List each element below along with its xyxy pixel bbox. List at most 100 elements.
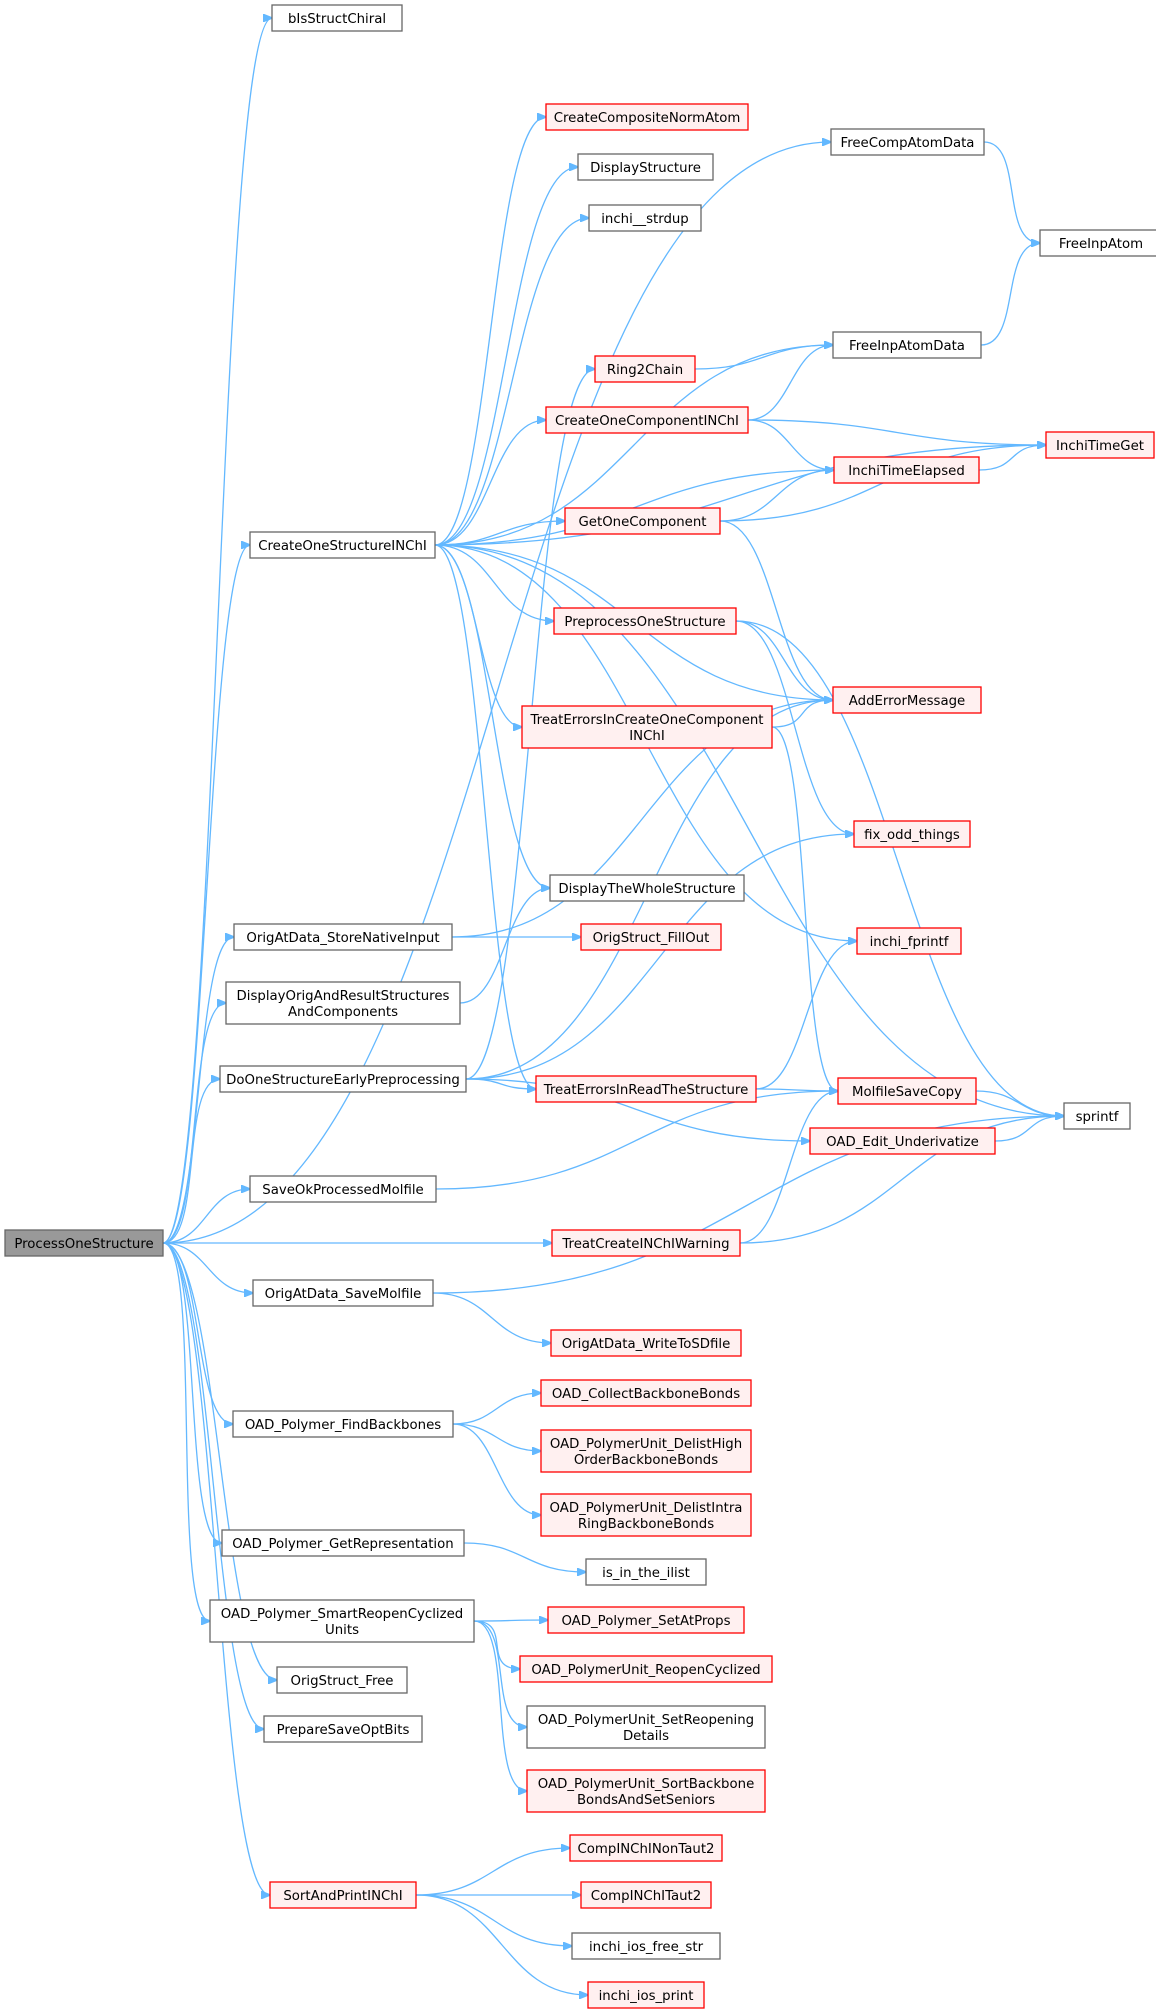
node-comp-inch-inon-taut2[interactable]: CompINChINonTaut2 bbox=[569, 1834, 723, 1862]
node-label: inchi__strdup bbox=[601, 212, 689, 227]
node-orig-struct-free[interactable]: OrigStruct_Free bbox=[276, 1666, 408, 1694]
node-oad-edit-underivatize[interactable]: OAD_Edit_Underivatize bbox=[809, 1127, 996, 1155]
node-display-structure[interactable]: DisplayStructure bbox=[577, 153, 714, 181]
node-comp-inch-itaut2[interactable]: CompINChITaut2 bbox=[580, 1881, 712, 1909]
node-prepare-save-opt-bits[interactable]: PrepareSaveOptBits bbox=[263, 1715, 423, 1743]
node-label: bIsStructChiral bbox=[288, 12, 386, 27]
node-oad-polymer-unit-reopen-cyclized[interactable]: OAD_PolymerUnit_ReopenCyclized bbox=[519, 1655, 773, 1683]
node-label: DisplayOrigAndResultStructures bbox=[237, 989, 450, 1004]
edge-process-one-structure-to-oad-polymer-find-backbones bbox=[162, 1242, 233, 1424]
node-label: FreeInpAtom bbox=[1059, 237, 1143, 252]
node-label: sprintf bbox=[1076, 1110, 1119, 1125]
node-orig-at-data-save-molfile[interactable]: OrigAtData_SaveMolfile bbox=[252, 1279, 434, 1307]
edge-oad-polymer-smart-reopen-cyclized-units-to-oad-polymer-unit-reopen-cyclized bbox=[473, 1620, 520, 1669]
node-box bbox=[540, 1493, 752, 1537]
edge-do-one-structure-early-preprocessing-to-oad-edit-underivatize bbox=[465, 1078, 810, 1141]
node-label: InchiTimeElapsed bbox=[848, 464, 965, 479]
edge-create-one-structure-inch-i-to-get-one-component bbox=[434, 521, 565, 546]
node-treat-errors-in-read-the-structure[interactable]: TreatErrorsInReadTheStructure bbox=[535, 1075, 757, 1103]
node-sort-and-print-inch-i[interactable]: SortAndPrintINChI bbox=[269, 1881, 417, 1909]
edge-process-one-structure-to-create-one-structure-inch-i bbox=[162, 545, 250, 1244]
node-inchi-ios-free-str[interactable]: inchi_ios_free_str bbox=[571, 1932, 721, 1960]
edge-free-comp-atom-data-to-free-inp-atom bbox=[983, 141, 1040, 243]
node-orig-at-data-store-native-input[interactable]: OrigAtData_StoreNativeInput bbox=[233, 923, 453, 951]
node-b-is-struct-chiral[interactable]: bIsStructChiral bbox=[271, 4, 403, 32]
edge-process-one-structure-to-prepare-save-opt-bits bbox=[162, 1242, 264, 1729]
node-label: inchi_ios_free_str bbox=[589, 1940, 704, 1955]
node-create-composite-norm-atom[interactable]: CreateCompositeNormAtom bbox=[545, 103, 749, 131]
edge-sort-and-print-inch-i-to-inchi-ios-free-str bbox=[415, 1894, 572, 1946]
node-box bbox=[569, 1834, 723, 1862]
node-do-one-structure-early-preprocessing[interactable]: DoOneStructureEarlyPreprocessing bbox=[219, 1065, 467, 1093]
edge-process-one-structure-to-oad-polymer-smart-reopen-cyclized-units bbox=[162, 1242, 210, 1621]
node-orig-struct-fill-out[interactable]: OrigStruct_FillOut bbox=[580, 923, 722, 951]
node-box bbox=[521, 705, 773, 749]
edge-oad-polymer-smart-reopen-cyclized-units-to-oad-polymer-unit-sort-backbone-bonds-and-set-seniors bbox=[473, 1620, 527, 1791]
node-inchi-ios-print[interactable]: inchi_ios_print bbox=[587, 1981, 705, 2009]
node-box bbox=[833, 456, 980, 484]
node-oad-collect-backbone-bonds[interactable]: OAD_CollectBackboneBonds bbox=[540, 1379, 752, 1407]
node-label: BondsAndSetSeniors bbox=[577, 1793, 715, 1808]
node-label: OAD_CollectBackboneBonds bbox=[552, 1387, 740, 1402]
node-treat-create-inch-iwarning[interactable]: TreatCreateINChIWarning bbox=[551, 1229, 741, 1257]
node-oad-polymer-unit-sort-backbone-bonds-and-set-seniors[interactable]: OAD_PolymerUnit_SortBackboneBondsAndSetS… bbox=[526, 1769, 766, 1813]
node-box bbox=[594, 355, 696, 383]
node-box bbox=[549, 874, 745, 902]
node-oad-polymer-find-backbones[interactable]: OAD_Polymer_FindBackbones bbox=[232, 1410, 454, 1438]
node-orig-at-data-write-to-sdfile[interactable]: OrigAtData_WriteToSDfile bbox=[550, 1329, 742, 1357]
edge-process-one-structure-to-oad-polymer-get-representation bbox=[162, 1242, 222, 1543]
edge-process-one-structure-to-b-is-struct-chiral bbox=[162, 18, 272, 1244]
node-sprintf[interactable]: sprintf bbox=[1063, 1102, 1131, 1130]
node-fix-odd-things[interactable]: fix_odd_things bbox=[853, 820, 971, 848]
node-is-in-the-ilist[interactable]: is_in_the_ilist bbox=[585, 1558, 707, 1586]
node-label: OAD_PolymerUnit_SortBackbone bbox=[538, 1777, 755, 1792]
node-label: GetOneComponent bbox=[579, 515, 707, 530]
node-label: DoOneStructureEarlyPreprocessing bbox=[226, 1073, 460, 1088]
node-box bbox=[587, 1981, 705, 2009]
node-label: OAD_Polymer_SetAtProps bbox=[561, 1614, 730, 1629]
node-create-one-structure-inch-i[interactable]: CreateOneStructureINChI bbox=[249, 531, 436, 559]
edge-oad-polymer-get-representation-to-is-in-the-ilist bbox=[463, 1542, 586, 1572]
node-box bbox=[252, 1279, 434, 1307]
node-inchi-time-get[interactable]: InchiTimeGet bbox=[1045, 431, 1155, 459]
node-oad-polymer-get-representation[interactable]: OAD_Polymer_GetRepresentation bbox=[221, 1529, 465, 1557]
node-inchi-strdup[interactable]: inchi__strdup bbox=[588, 204, 702, 232]
node-display-the-whole-structure[interactable]: DisplayTheWholeStructure bbox=[549, 874, 745, 902]
node-create-one-component-inch-i[interactable]: CreateOneComponentINChI bbox=[545, 406, 749, 434]
node-oad-polymer-unit-delist-high-order-backbone-bonds[interactable]: OAD_PolymerUnit_DelistHighOrderBackboneB… bbox=[540, 1429, 752, 1473]
node-process-one-structure[interactable]: ProcessOneStructure bbox=[4, 1229, 164, 1257]
node-save-ok-processed-molfile[interactable]: SaveOkProcessedMolfile bbox=[249, 1175, 437, 1203]
edge-free-inp-atom-data-to-free-inp-atom bbox=[980, 243, 1040, 346]
node-box bbox=[1063, 1102, 1131, 1130]
node-oad-polymer-set-at-props[interactable]: OAD_Polymer_SetAtProps bbox=[547, 1606, 745, 1634]
node-inchi-fprintf[interactable]: inchi_fprintf bbox=[856, 927, 962, 955]
node-box bbox=[853, 820, 971, 848]
edge-save-ok-processed-molfile-to-molfile-save-copy bbox=[435, 1091, 838, 1190]
node-ring2-chain[interactable]: Ring2Chain bbox=[594, 355, 696, 383]
edge-process-one-structure-to-display-orig-and-result-structures-and-components bbox=[162, 1003, 226, 1244]
node-label: DisplayTheWholeStructure bbox=[558, 882, 735, 897]
node-inchi-time-elapsed[interactable]: InchiTimeElapsed bbox=[833, 456, 980, 484]
node-box bbox=[832, 331, 982, 359]
node-free-comp-atom-data[interactable]: FreeCompAtomData bbox=[830, 128, 985, 156]
node-display-orig-and-result-structures-and-components[interactable]: DisplayOrigAndResultStructuresAndCompone… bbox=[225, 981, 461, 1025]
node-add-error-message[interactable]: AddErrorMessage bbox=[832, 686, 982, 714]
node-free-inp-atom[interactable]: FreeInpAtom bbox=[1039, 229, 1156, 257]
node-get-one-component[interactable]: GetOneComponent bbox=[564, 507, 721, 535]
node-label: inchi_fprintf bbox=[870, 935, 949, 950]
edge-process-one-structure-to-sort-and-print-inch-i bbox=[162, 1242, 270, 1895]
node-label: PreprocessOneStructure bbox=[564, 615, 725, 630]
node-box bbox=[1045, 431, 1155, 459]
node-free-inp-atom-data[interactable]: FreeInpAtomData bbox=[832, 331, 982, 359]
edge-inchi-time-elapsed-to-inchi-time-get bbox=[978, 445, 1046, 471]
edge-treat-create-inch-iwarning-to-molfile-save-copy bbox=[739, 1091, 838, 1244]
node-molfile-save-copy[interactable]: MolfileSaveCopy bbox=[837, 1077, 977, 1105]
node-preprocess-one-structure[interactable]: PreprocessOneStructure bbox=[553, 607, 737, 635]
node-label: OrderBackboneBonds bbox=[574, 1453, 718, 1468]
node-oad-polymer-unit-delist-intra-ring-backbone-bonds[interactable]: OAD_PolymerUnit_DelistIntraRingBackboneB… bbox=[540, 1493, 752, 1537]
node-label: fix_odd_things bbox=[864, 828, 960, 843]
node-box bbox=[232, 1410, 454, 1438]
